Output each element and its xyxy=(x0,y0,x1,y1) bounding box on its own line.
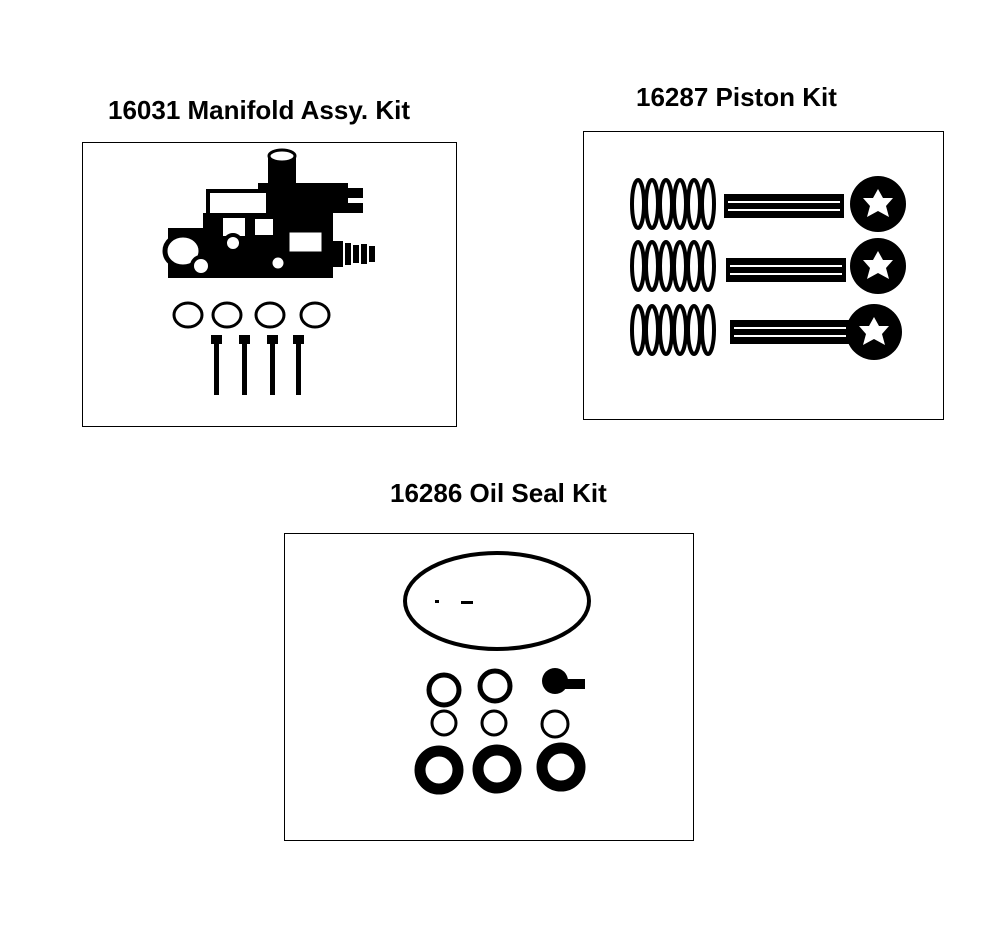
manifold-o-rings xyxy=(172,301,331,329)
piston-springs xyxy=(630,178,716,356)
oil-seal-kit-title: 16286 Oil Seal Kit xyxy=(390,478,607,508)
piston-kit-title: 16287 Piston Kit xyxy=(636,82,837,112)
piston-star-washers xyxy=(846,176,906,360)
manifold-kit-illustration xyxy=(162,148,375,395)
oil-seals xyxy=(414,742,586,795)
manifold-kit-panel xyxy=(82,142,457,427)
manifold-bolts xyxy=(211,335,304,395)
large-gasket xyxy=(403,551,591,651)
oil-seal-o-rings xyxy=(426,668,570,739)
manifold-kit-title: 16031 Manifold Assy. Kit xyxy=(108,95,410,125)
oil-seal-kit-panel xyxy=(284,533,694,841)
piston-kit-panel xyxy=(583,131,944,420)
oil-seal-plug xyxy=(542,668,585,694)
piston-pins xyxy=(723,193,851,345)
oil-seal-kit-illustration xyxy=(403,551,591,795)
manifold-assembly-image xyxy=(162,148,375,278)
piston-kit-illustration xyxy=(630,176,906,360)
